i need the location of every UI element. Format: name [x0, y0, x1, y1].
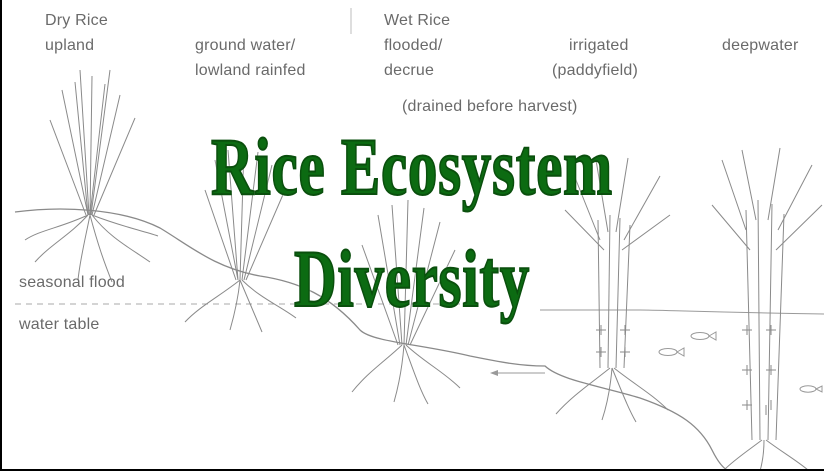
label-water-table: water table — [19, 316, 100, 333]
label-lowland-rainfed: lowland rainfed — [195, 62, 306, 79]
rice-plant-deepwater — [711, 147, 823, 471]
title-line-2: Diversity — [293, 232, 531, 325]
label-flooded: flooded/ — [384, 37, 443, 54]
label-deepwater: deepwater — [722, 37, 799, 54]
fish-icon — [658, 331, 823, 393]
rice-plant-lowland-rainfed — [184, 145, 297, 333]
rice-plant-irrigated — [555, 157, 671, 423]
label-dry-rice: Dry Rice — [45, 12, 108, 29]
label-upland: upland — [45, 37, 95, 54]
label-drained-before-harvest: (drained before harvest) — [402, 98, 578, 115]
title-line-1: Rice Ecosystem — [210, 120, 613, 213]
terrain-line — [14, 208, 731, 471]
water-surface-line — [540, 309, 824, 315]
label-paddyfield: (paddyfield) — [552, 62, 639, 79]
label-ground-water: ground water/ — [195, 37, 296, 54]
label-irrigated: irrigated — [569, 37, 629, 54]
label-wet-rice: Wet Rice — [384, 12, 451, 29]
label-decrue: decrue — [384, 62, 435, 79]
rice-plant-flooded — [351, 199, 461, 405]
flow-arrow-head — [490, 370, 498, 376]
label-seasonal-flood: seasonal flood — [19, 274, 125, 291]
rice-plant-upland — [24, 69, 159, 283]
